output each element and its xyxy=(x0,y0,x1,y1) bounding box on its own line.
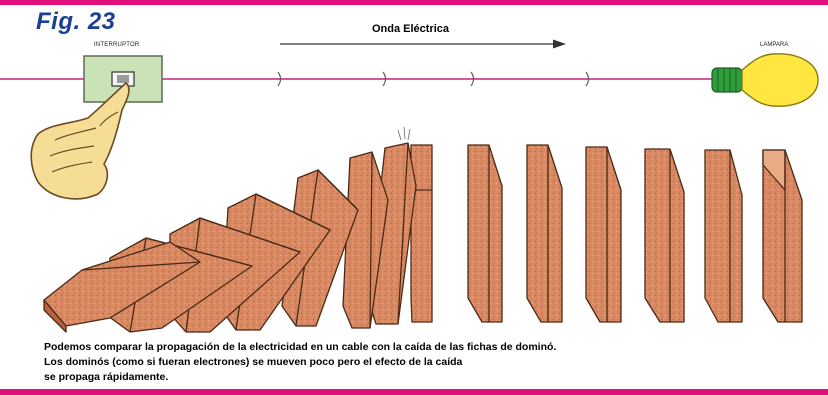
domino-standing-7 xyxy=(585,146,622,323)
caption-line-2: Los dominós (como si fueran electrones) … xyxy=(44,356,463,368)
arrow-right-icon xyxy=(280,39,566,49)
hand-pointer-icon xyxy=(30,81,130,200)
domino-standing-10 xyxy=(762,149,803,323)
caption-line-1: Podemos comparar la propagación de la el… xyxy=(44,341,557,353)
domino-falling-3 xyxy=(281,169,359,327)
domino-standing-8 xyxy=(644,148,685,323)
domino-row xyxy=(43,142,803,333)
figure-caption: Podemos comparar la propagación de la el… xyxy=(44,340,828,385)
domino-fallen-7 xyxy=(43,241,201,333)
wave-label: Onda Eléctrica xyxy=(372,23,450,35)
impact-spark xyxy=(397,126,411,141)
domino-standing-4 xyxy=(410,144,433,323)
domino-standing-6 xyxy=(526,144,563,323)
wall-switch-icon xyxy=(83,55,163,103)
wave-marks xyxy=(277,71,590,87)
top-frame-line xyxy=(0,0,828,5)
figure-label: Fig. 23 xyxy=(36,8,116,35)
domino-falling-2 xyxy=(342,151,389,329)
caption-line-3: se propaga rápidamente. xyxy=(44,371,169,383)
light-bulb-icon xyxy=(711,53,819,107)
domino-standing-9 xyxy=(704,149,743,323)
lamp-label: LAMPARA xyxy=(760,42,789,48)
switch-label: INTERRUPTOR xyxy=(94,42,140,48)
domino-standing-5 xyxy=(467,144,503,323)
bottom-frame-line xyxy=(0,389,828,395)
